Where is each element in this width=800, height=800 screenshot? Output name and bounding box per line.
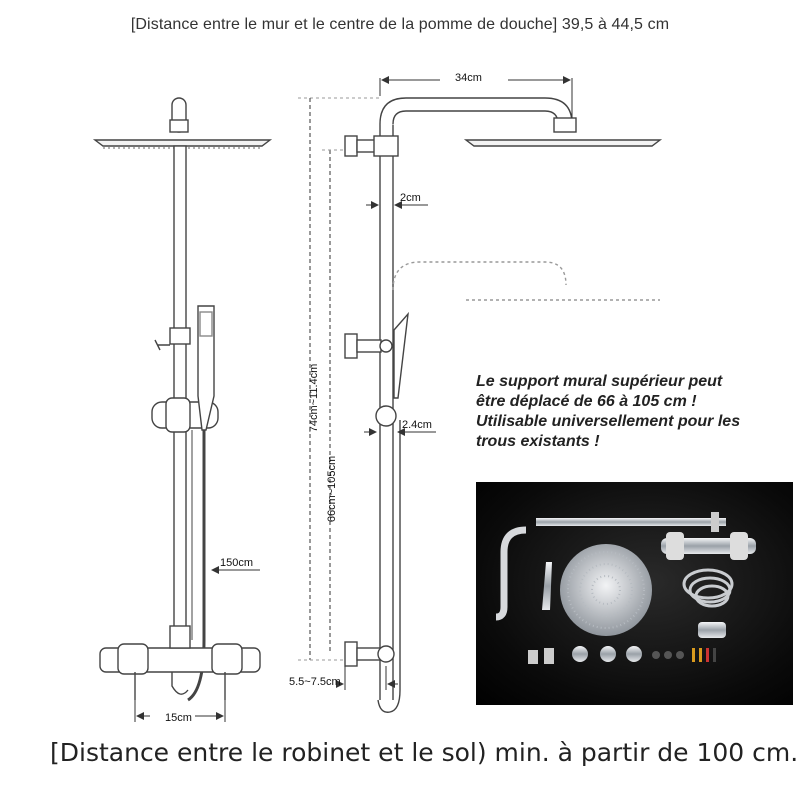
dim-bracket-range: 66cm~105cm bbox=[326, 455, 338, 523]
side-mixer-bracket bbox=[344, 641, 395, 667]
front-rain-head bbox=[92, 139, 273, 147]
front-view bbox=[92, 97, 273, 702]
top-caption: [Distance entre le mur et le centre de l… bbox=[130, 16, 670, 33]
side-hose bbox=[377, 420, 401, 713]
photo-hose-coil bbox=[682, 568, 734, 608]
dim-bracket-offset: 2.4cm bbox=[402, 419, 432, 431]
dim-wall-offset: 5.5~7.5cm bbox=[289, 676, 341, 688]
dim-inlet-spacing: 15cm bbox=[165, 712, 192, 724]
note-line: être déplacé de 66 à 105 cm ! bbox=[476, 393, 697, 410]
photo-hand-shower bbox=[542, 562, 552, 610]
photo-riser-bar bbox=[536, 518, 726, 526]
photo-holder bbox=[698, 622, 726, 638]
front-main-pipe bbox=[173, 145, 187, 647]
front-diverter bbox=[154, 339, 170, 351]
bottom-caption: [Distance entre le robinet et le sol) mi… bbox=[50, 738, 799, 767]
side-top-arm bbox=[379, 97, 573, 132]
photo-curved-arm bbox=[495, 526, 527, 621]
installation-note: Le support mural supérieur peut être dép… bbox=[476, 372, 791, 452]
photo-rain-head-disc bbox=[560, 544, 652, 636]
photo-small-parts bbox=[528, 646, 716, 664]
front-hand-shower bbox=[197, 305, 215, 431]
note-line: trous existants ! bbox=[476, 433, 600, 450]
side-holder-knob bbox=[375, 405, 397, 427]
note-line: Le support mural supérieur peut bbox=[476, 373, 723, 390]
product-photo bbox=[476, 482, 793, 705]
dim-arm-width: 34cm bbox=[455, 72, 482, 84]
side-top-bracket bbox=[344, 135, 399, 157]
side-hand-shower bbox=[393, 311, 409, 399]
dim-hose-length: 150cm bbox=[220, 557, 254, 569]
dim-total-height: 74cm~11.4cm bbox=[308, 363, 320, 433]
side-alt-arm bbox=[392, 261, 567, 291]
dim-pipe-diameter: 2cm bbox=[400, 192, 421, 204]
side-lower-bracket bbox=[344, 333, 393, 359]
front-hose bbox=[187, 430, 206, 702]
side-view bbox=[344, 97, 663, 713]
note-line: Utilisable universellement pour les bbox=[476, 413, 741, 430]
side-rain-head bbox=[463, 139, 663, 147]
